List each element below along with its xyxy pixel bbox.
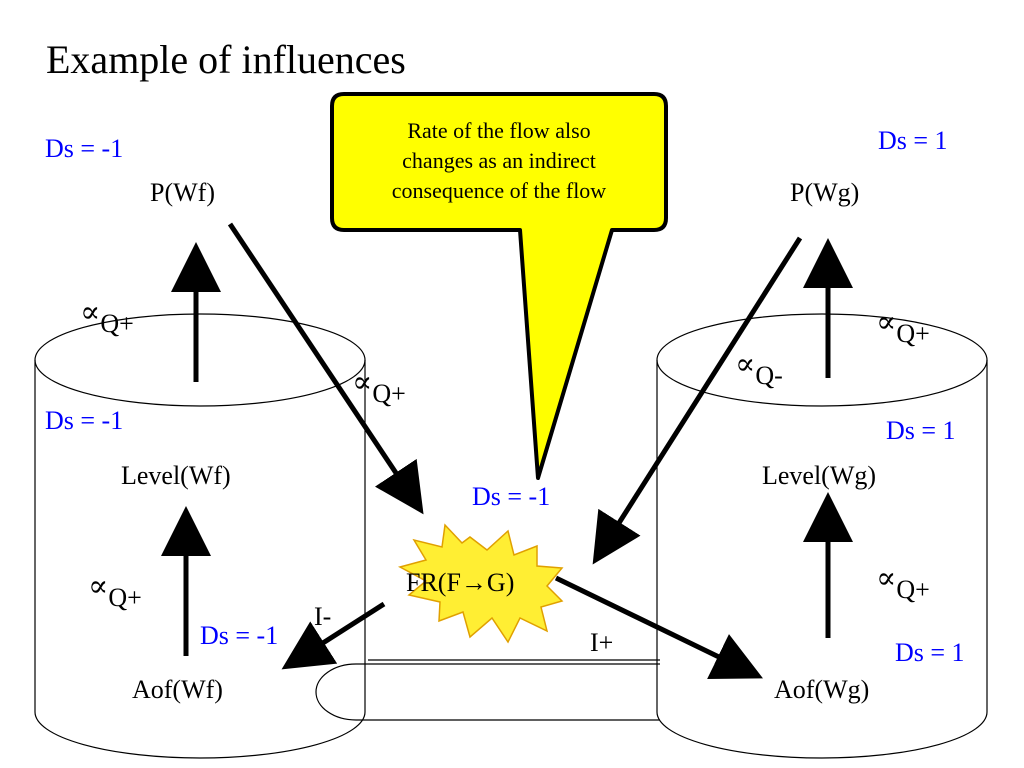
container-wg [656, 313, 988, 759]
flow-rate-burst [397, 523, 564, 644]
arrow-p-wf-to-flow-rate [227, 222, 424, 515]
ds-label-level-wf: Ds = -1 [45, 406, 124, 435]
prop-label-aof-wg-level-wg: ∝Q+ [876, 562, 930, 603]
slide-title: Example of influences [46, 37, 406, 82]
influence-label-i-minus: I- [314, 602, 332, 631]
callout-bubble [330, 92, 668, 480]
ds-label-aof-wg: Ds = 1 [895, 638, 965, 667]
node-aof-wg: Aof(Wg) [774, 675, 870, 704]
node-flow-rate: FR(F→G) [406, 568, 515, 597]
node-level-wf: Level(Wf) [121, 461, 231, 490]
proportional-symbol: ∝ [88, 570, 109, 603]
container-wf [34, 313, 366, 759]
arrow-flow-rate-to-aof-wg [554, 575, 763, 680]
callout-line-1: Rate of the flow also [407, 118, 591, 143]
node-p-wg: P(Wg) [790, 178, 860, 207]
callout-line-2: changes as an indirect [402, 148, 596, 173]
callout-line-3: consequence of the flow [391, 178, 607, 203]
ds-label-flow-rate: Ds = -1 [472, 482, 551, 511]
proportional-symbol: ∝ [80, 296, 101, 329]
ds-label-p-wf: Ds = -1 [45, 134, 124, 163]
prop-qualifier: Q+ [372, 379, 406, 408]
influence-label-i-plus: I+ [590, 628, 614, 657]
callout-text: Rate of the flow also changes as an indi… [340, 116, 658, 206]
node-p-wf: P(Wf) [150, 178, 215, 207]
arrow-p-wg-to-flow-rate [592, 236, 803, 565]
arrow-flow-rate-to-aof-wf [281, 601, 386, 670]
ds-label-level-wg: Ds = 1 [886, 416, 956, 445]
ds-label-p-wg: Ds = 1 [878, 126, 948, 155]
prop-qualifier: Q+ [108, 583, 142, 612]
prop-label-level-wg-p-wg: ∝Q+ [876, 306, 930, 347]
proportional-symbol: ∝ [735, 348, 756, 381]
prop-qualifier: Q+ [100, 309, 134, 338]
ds-label-aof-wf: Ds = -1 [200, 621, 279, 650]
prop-label-level-wf-p-wf: ∝Q+ [80, 296, 134, 337]
prop-qualifier: Q+ [896, 575, 930, 604]
prop-label-p-wf-flow-rate: ∝Q+ [352, 366, 406, 407]
prop-qualifier: Q+ [896, 319, 930, 348]
proportional-symbol: ∝ [352, 366, 373, 399]
node-aof-wf: Aof(Wf) [132, 675, 223, 704]
node-level-wg: Level(Wg) [762, 461, 877, 490]
prop-label-p-wg-flow-rate: ∝Q- [735, 348, 783, 389]
proportional-symbol: ∝ [876, 306, 897, 339]
prop-label-aof-wf-level-wf: ∝Q+ [88, 570, 142, 611]
proportional-symbol: ∝ [876, 562, 897, 595]
connecting-pipe [315, 659, 660, 721]
prop-qualifier: Q- [755, 361, 783, 390]
